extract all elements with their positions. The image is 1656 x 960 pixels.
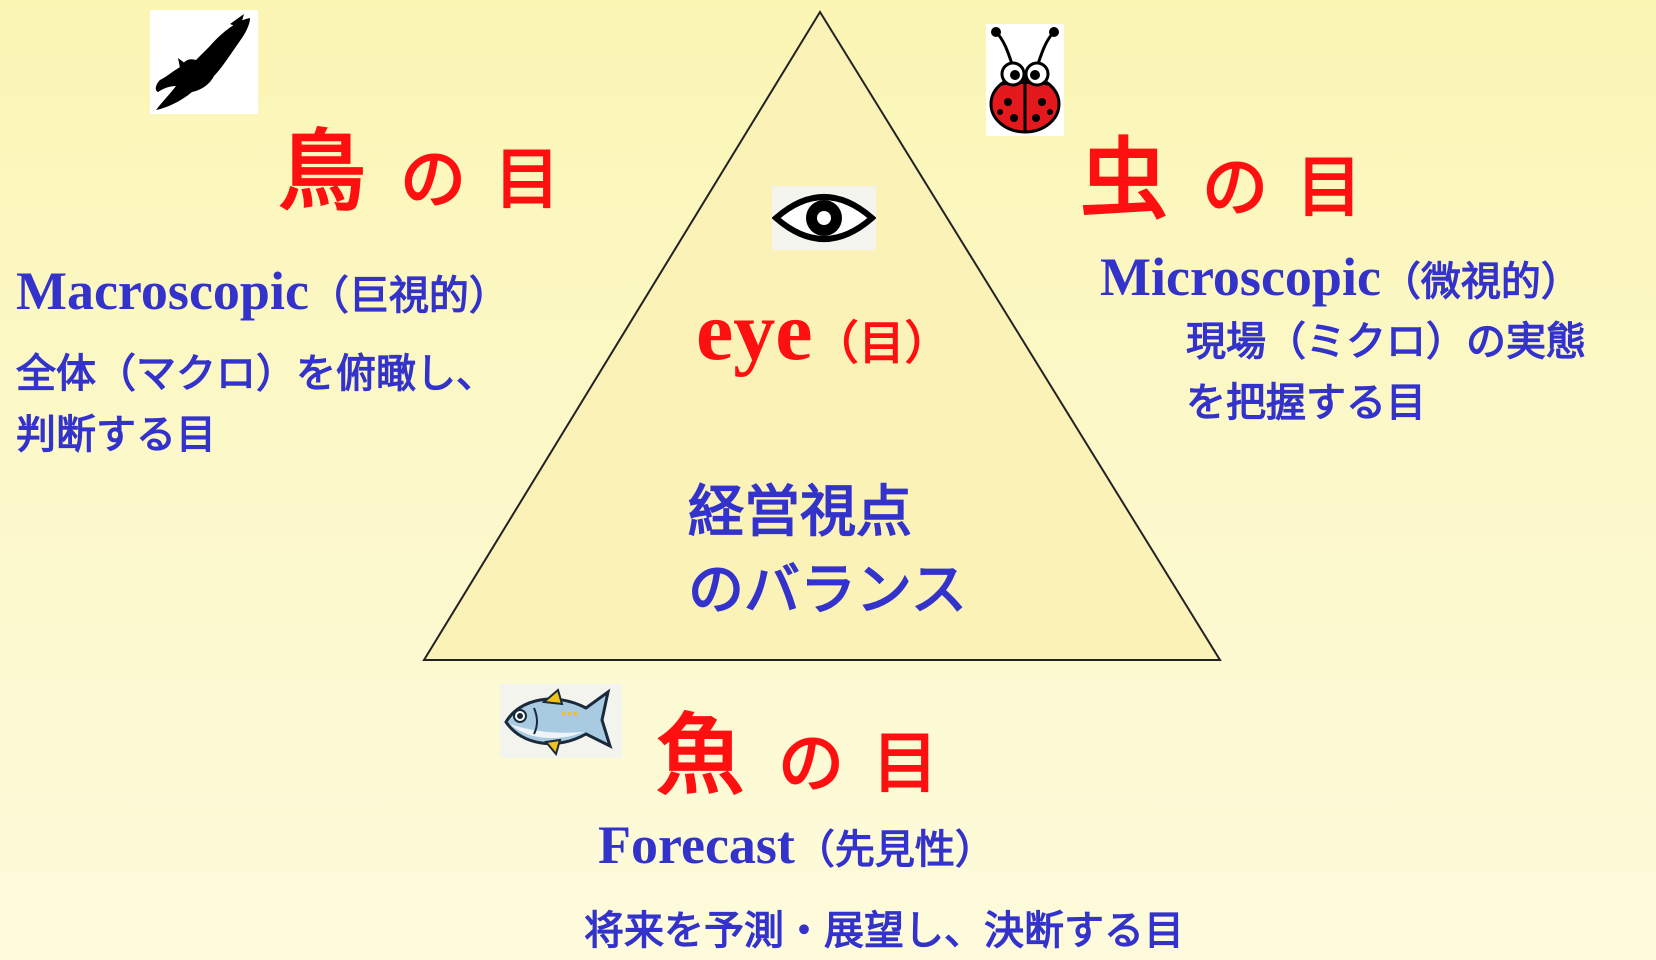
fish-icon: [500, 684, 622, 758]
fish-english: Forecast（先見性）: [598, 818, 995, 872]
fish-description: 将来を予測・展望し、決断する目: [584, 906, 1184, 956]
eagle-icon: [150, 10, 258, 114]
insect-desc-line-2: を把握する目: [1186, 380, 1426, 426]
insect-english-word: Microscopic: [1100, 247, 1381, 307]
bird-description: 全体（マクロ）を俯瞰し、 判断する目: [16, 344, 496, 466]
insect-desc-line-1: 現場（ミクロ）の実態: [1186, 319, 1586, 365]
insect-no-me: の目: [1202, 149, 1391, 226]
bird-english-paren: （巨視的）: [308, 273, 509, 319]
center-eye-label: eye（目）: [696, 290, 951, 374]
bird-desc-line-2: 判断する目: [16, 412, 216, 458]
fish-no-me: の目: [778, 725, 967, 802]
fish-heading: 魚の目: [656, 712, 966, 800]
insect-description: 現場（ミクロ）の実態 を把握する目: [1186, 312, 1586, 434]
bird-english-word: Macroscopic: [16, 261, 309, 321]
fish-english-word: Forecast: [598, 815, 795, 875]
bird-heading: 鳥の目: [278, 128, 588, 216]
insect-english: Microscopic（微視的）: [1100, 250, 1581, 304]
ladybug-icon: [986, 24, 1064, 136]
eye-word: eye: [696, 285, 813, 378]
fish-kanji: 魚: [656, 704, 745, 807]
bird-kanji: 鳥: [278, 120, 367, 223]
fish-desc-line-1: 将来を予測・展望し、決断する目: [584, 908, 1184, 954]
fish-english-paren: （先見性）: [794, 827, 995, 873]
balance-line-2: のバランス: [688, 558, 967, 623]
insect-english-paren: （微視的）: [1380, 259, 1581, 305]
insect-kanji: 虫: [1080, 128, 1169, 231]
bird-english: Macroscopic（巨視的）: [16, 264, 509, 318]
bird-desc-line-1: 全体（マクロ）を俯瞰し、: [16, 351, 496, 397]
bird-no-me: の目: [400, 141, 589, 218]
eye-icon: [771, 186, 877, 250]
insect-heading: 虫の目: [1080, 136, 1390, 224]
eye-paren: （目）: [812, 316, 951, 370]
balance-text: 経営視点 のバランス: [688, 474, 967, 630]
balance-line-1: 経営視点: [688, 480, 912, 545]
